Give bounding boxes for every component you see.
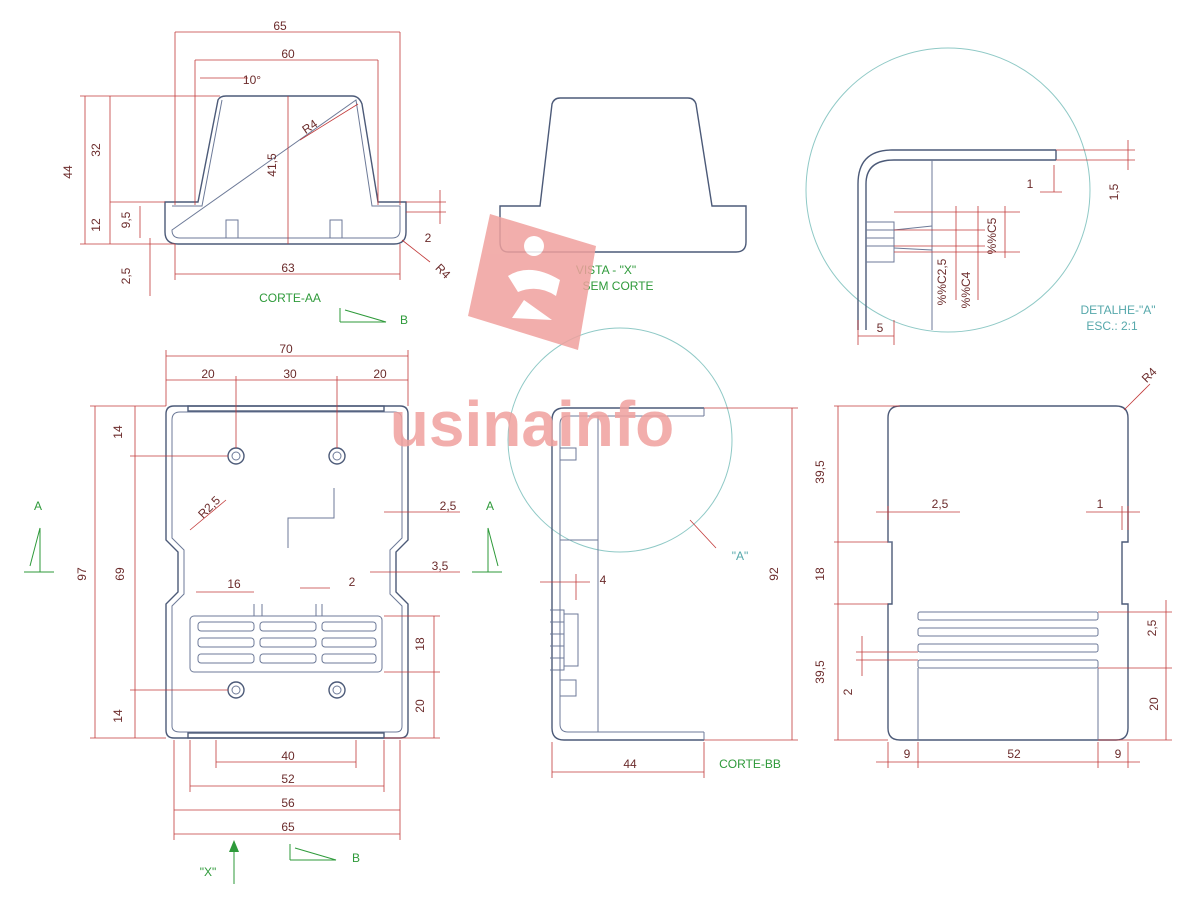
dim-planta-65: 65 bbox=[281, 820, 295, 834]
view-x-arrow bbox=[229, 840, 239, 884]
dim-detalhe-a-c4: %%C4 bbox=[959, 271, 973, 308]
dim-lateral-39-5-top: 39,5 bbox=[813, 460, 827, 484]
dim-corte-aa-angle: 10° bbox=[243, 73, 261, 87]
dim-planta-2-5: 2,5 bbox=[440, 499, 457, 513]
dim-planta-56: 56 bbox=[281, 796, 295, 810]
dim-planta-r2-5: R2,5 bbox=[195, 493, 223, 521]
dim-detalhe-a-1: 1 bbox=[1027, 177, 1034, 191]
dim-corte-aa-height-44: 44 bbox=[61, 165, 75, 179]
section-marker-b-top: B bbox=[400, 313, 408, 327]
dim-planta-20: 20 bbox=[413, 699, 427, 713]
dim-corte-aa-width-63: 63 bbox=[281, 261, 295, 275]
dim-corte-bb-92: 92 bbox=[767, 567, 781, 581]
dim-lateral-r4: R4 bbox=[1139, 365, 1160, 386]
detalhe-a-label-line1: DETALHE-"A" bbox=[1081, 303, 1156, 317]
section-marker-a-left: A bbox=[34, 499, 42, 513]
screw-hole-bottom-left bbox=[227, 681, 245, 699]
dim-lateral-2-5: 2,5 bbox=[932, 497, 949, 511]
section-marker-a-right: A bbox=[486, 499, 494, 513]
dim-planta-18: 18 bbox=[413, 637, 427, 651]
dim-lateral-18: 18 bbox=[813, 567, 827, 581]
lateral-view: R4 39,5 2,5 1 18 2,5 39,5 2 20 9 52 9 bbox=[813, 365, 1172, 768]
usinainfo-logo-icon bbox=[468, 214, 596, 350]
dim-lateral-52: 52 bbox=[1007, 747, 1021, 761]
dim-lateral-9-right: 9 bbox=[1115, 747, 1122, 761]
dim-planta-2: 2 bbox=[349, 575, 356, 589]
dim-lateral-2-5-right: 2,5 bbox=[1145, 619, 1159, 636]
detalhe-a-view: 1 1,5 %%C5 %%C2,5 %%C4 5 DETALHE-"A" ESC… bbox=[805, 47, 1156, 345]
dim-planta-30: 30 bbox=[283, 367, 297, 381]
detalhe-a-label-line2: ESC.: 2:1 bbox=[1086, 319, 1138, 333]
section-marker-b-bottom: B bbox=[352, 851, 360, 865]
dim-planta-width-70: 70 bbox=[279, 342, 293, 356]
dim-corte-aa-r4-top: R4 bbox=[299, 116, 320, 136]
dim-corte-aa-width-65: 65 bbox=[273, 19, 287, 33]
dim-lateral-1: 1 bbox=[1097, 497, 1104, 511]
planta-view: 70 20 30 20 14 97 69 14 R2,5 16 2 2,5 3,… bbox=[24, 342, 502, 884]
dim-planta-52: 52 bbox=[281, 772, 295, 786]
dim-planta-14-top: 14 bbox=[111, 425, 125, 439]
dim-corte-aa-height-9-5: 9,5 bbox=[119, 211, 133, 228]
dim-planta-16: 16 bbox=[227, 577, 241, 591]
dim-detalhe-a-5: 5 bbox=[877, 321, 884, 335]
dim-planta-69: 69 bbox=[113, 567, 127, 581]
dim-detalhe-a-1-5: 1,5 bbox=[1107, 183, 1121, 200]
dim-corte-aa-2: 2 bbox=[425, 231, 432, 245]
dim-detalhe-a-c5: %%C5 bbox=[985, 217, 999, 254]
dim-lateral-9-left: 9 bbox=[904, 747, 911, 761]
dim-corte-aa-height-12: 12 bbox=[89, 218, 103, 232]
dim-corte-aa-2-5: 2,5 bbox=[119, 267, 133, 284]
corte-aa-label: CORTE-AA bbox=[259, 291, 321, 305]
dim-detalhe-a-c2-5: %%C2,5 bbox=[935, 258, 949, 305]
screw-hole-top-left bbox=[227, 447, 245, 465]
dim-planta-height-97: 97 bbox=[75, 567, 89, 581]
corte-aa-view: 65 60 10° R4 44 32 41,5 12 9,5 2 2,5 63 … bbox=[61, 19, 453, 327]
dim-lateral-20: 20 bbox=[1147, 697, 1161, 711]
view-x-label: "X" bbox=[200, 865, 217, 879]
dim-corte-aa-width-60: 60 bbox=[281, 47, 295, 61]
dim-corte-aa-height-32: 32 bbox=[89, 143, 103, 157]
corte-bb-label: CORTE-BB bbox=[719, 757, 781, 771]
dim-planta-14-bottom: 14 bbox=[111, 709, 125, 723]
dim-lateral-2: 2 bbox=[841, 688, 855, 695]
dim-planta-20-left: 20 bbox=[201, 367, 215, 381]
screw-hole-bottom-right bbox=[328, 681, 346, 699]
dim-lateral-39-5-bottom: 39,5 bbox=[813, 660, 827, 684]
dim-planta-40: 40 bbox=[281, 749, 295, 763]
corte-bb-view: 4 92 44 "A" CORTE-BB bbox=[507, 327, 798, 778]
dim-corte-aa-height-41-5: 41,5 bbox=[265, 153, 279, 177]
dim-corte-bb-44: 44 bbox=[623, 757, 637, 771]
screw-hole-top-right bbox=[328, 447, 346, 465]
watermark: usinainfo bbox=[390, 214, 674, 460]
dim-corte-aa-r4-bottom: R4 bbox=[432, 261, 453, 282]
vista-x-label-line2: SEM CORTE bbox=[582, 279, 653, 293]
dim-corte-bb-4: 4 bbox=[600, 573, 607, 587]
dim-planta-3-5: 3,5 bbox=[432, 559, 449, 573]
dim-planta-20-right: 20 bbox=[373, 367, 387, 381]
detail-callout-a: "A" bbox=[732, 549, 749, 563]
watermark-text: usinainfo bbox=[390, 388, 674, 460]
